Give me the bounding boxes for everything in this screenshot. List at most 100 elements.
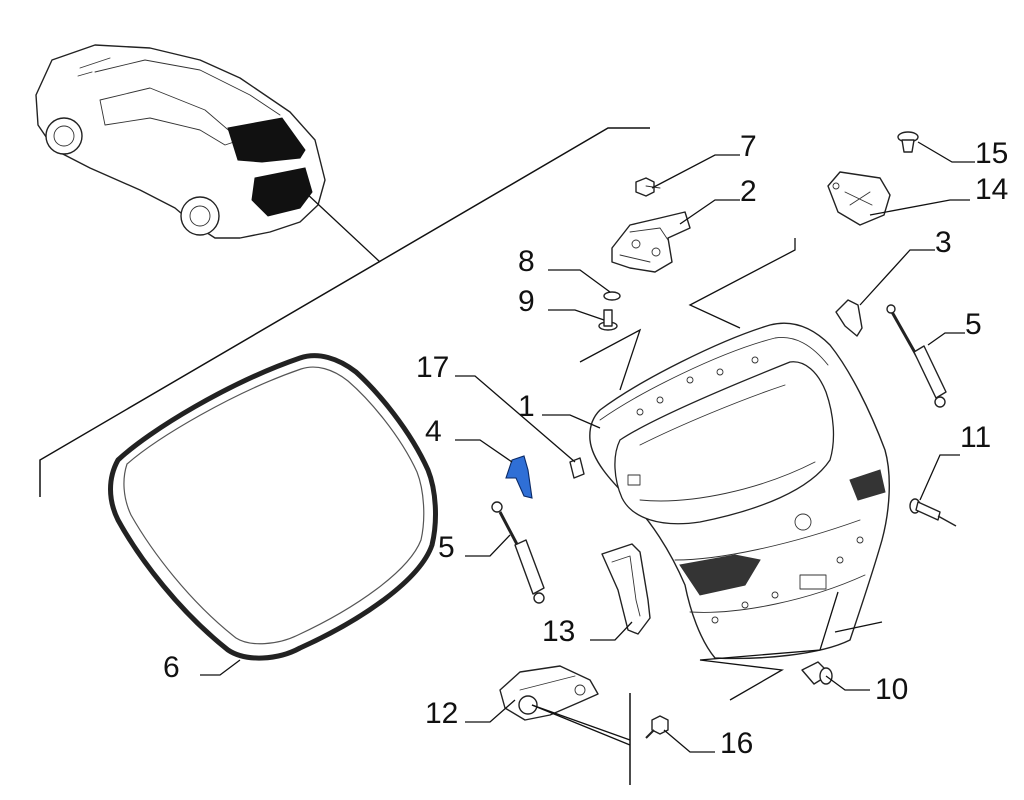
strut-left-end <box>533 592 545 604</box>
guide-top-left <box>579 328 642 391</box>
trim-13-body <box>601 543 651 635</box>
seal-inner <box>123 366 425 645</box>
vehicle-body <box>35 44 326 239</box>
part-13-trim <box>601 543 651 635</box>
tailgate-fastener-holes <box>636 356 864 624</box>
callout-4: 4 <box>425 415 442 448</box>
vehicle-rear-glass <box>227 117 306 163</box>
strut-right-end <box>934 396 946 408</box>
part-6-tailgate-seal <box>108 353 438 661</box>
strut-right-top <box>886 304 896 314</box>
hinge-pin <box>631 239 641 249</box>
hinge-detail <box>619 227 669 263</box>
bolt-7-head <box>635 177 655 197</box>
leader-5-left <box>465 534 511 557</box>
vehicle-front-wheel-hub <box>53 125 75 147</box>
bracket-14-cross <box>844 191 873 206</box>
vehicle-hood-lines <box>77 57 111 77</box>
leader-2 <box>679 199 740 225</box>
part-15-clip <box>897 131 919 153</box>
strut-right-cylinder <box>913 345 947 399</box>
callout-6: 6 <box>163 651 180 684</box>
latch-12-hole <box>574 684 586 696</box>
callout-5-left: 5 <box>438 531 455 564</box>
leader-11 <box>919 454 960 501</box>
tailgate-lower-cutout <box>679 554 761 596</box>
bracket-14-hole <box>832 182 840 190</box>
trim-13-ribs <box>611 555 641 617</box>
callout-2: 2 <box>740 175 757 208</box>
callout-17: 17 <box>416 351 449 384</box>
part-1-tailgate <box>589 322 890 660</box>
vehicle-front-wheel <box>45 117 83 155</box>
callout-8: 8 <box>518 245 535 278</box>
vehicle-side-window <box>99 87 241 146</box>
clip-15-stem <box>901 139 915 153</box>
bracket-4-body <box>505 455 533 499</box>
callout-5-right: 5 <box>965 308 982 341</box>
guide-latch-to-screw <box>531 704 631 746</box>
vehicle-roofline <box>94 59 281 116</box>
leader-3 <box>859 249 935 306</box>
guide-bottom <box>699 591 839 701</box>
tailgate-window-ribs <box>639 384 816 502</box>
callout-16: 16 <box>720 727 753 760</box>
callout-15: 15 <box>975 137 1008 170</box>
callout-labels: 7 2 8 9 15 14 3 5 17 1 4 5 6 13 12 10 11… <box>163 130 1008 760</box>
part-3-bump-stop <box>835 299 863 337</box>
screw-9-shank <box>603 309 613 327</box>
strut-right-rod <box>890 311 920 359</box>
seal-outer <box>108 353 438 661</box>
callout-10: 10 <box>875 673 908 706</box>
leader-15 <box>917 141 975 163</box>
rivet-11-body <box>915 501 941 521</box>
part-11-rivet <box>909 498 957 527</box>
leader-10 <box>825 675 870 691</box>
part-5-gas-strut-left <box>491 501 545 604</box>
hinge-body <box>611 211 691 273</box>
callout-1: 1 <box>518 390 535 423</box>
vehicle-locator-thumbnail <box>35 44 381 263</box>
callout-leaders <box>200 141 975 753</box>
part-12-latch <box>499 665 599 721</box>
leader-13 <box>590 621 633 641</box>
part-10-buffer <box>801 661 833 685</box>
tailgate-window-opening <box>614 361 835 525</box>
callout-3: 3 <box>935 226 952 259</box>
strut-left-top <box>491 501 503 513</box>
tailgate-latch-slot <box>627 474 641 486</box>
callout-12: 12 <box>425 697 458 730</box>
leader-17 <box>455 375 576 463</box>
screw-16-shank <box>645 729 655 739</box>
leader-1 <box>542 414 601 429</box>
leader-4 <box>455 439 513 463</box>
part-17-pin <box>569 457 585 479</box>
tailgate-lower-ribs <box>674 519 866 613</box>
vehicle-tailgate-highlight <box>251 167 313 217</box>
part-4-highlighted-bracket <box>505 455 533 499</box>
part-9-screw <box>598 309 618 331</box>
latch-12-boss <box>518 695 538 715</box>
tailgate-side-cutout <box>849 469 886 501</box>
screw-16-head <box>651 715 669 735</box>
tailgate-top-flange <box>599 337 829 421</box>
frame-left-diagonal <box>39 127 650 497</box>
pin-17 <box>569 457 585 479</box>
part-14-bracket <box>827 171 891 226</box>
section-frame <box>39 127 650 785</box>
part-16-screw <box>645 715 669 739</box>
tailgate-plate-recess <box>799 574 827 590</box>
part-2-hinge <box>611 211 691 273</box>
part-8-washer <box>603 291 621 301</box>
tailgate-emblem-mount <box>794 513 812 531</box>
bump-stop-body <box>835 299 863 337</box>
leader-14 <box>869 199 970 216</box>
strut-left-cylinder <box>514 539 545 595</box>
callout-13: 13 <box>542 615 575 648</box>
hinge-pin-2 <box>651 247 661 257</box>
leader-16 <box>663 729 715 753</box>
part-5-gas-strut-right <box>886 304 947 408</box>
leader-9 <box>548 309 605 321</box>
